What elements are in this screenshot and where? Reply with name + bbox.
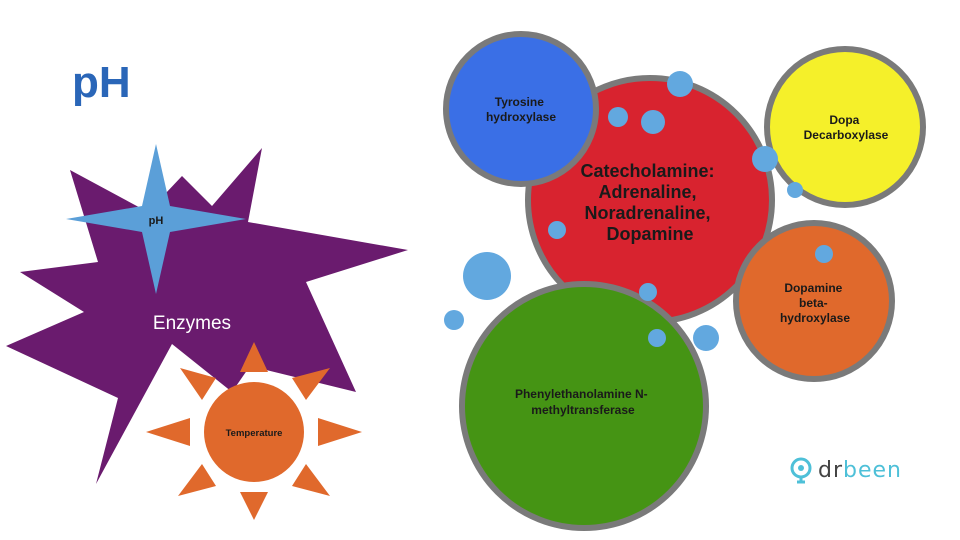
ph-star — [66, 144, 246, 294]
dopa-decarboxylase-bubble — [764, 46, 926, 208]
sun-ray — [180, 368, 216, 400]
pnmt-label: Phenylethanolamine N- methyltransferase — [515, 387, 651, 417]
small-bubble — [787, 182, 803, 198]
ph-star-label: pH — [149, 215, 164, 227]
temperature-sun — [146, 342, 362, 520]
small-bubble — [444, 310, 464, 330]
small-bubble — [548, 221, 566, 239]
small-bubbles — [444, 71, 833, 351]
sun-ray — [146, 418, 190, 446]
sun-ray — [292, 464, 330, 496]
sun-ray — [318, 418, 362, 446]
small-bubble — [639, 283, 657, 301]
temperature-label: Temperature — [226, 428, 283, 439]
small-bubble — [752, 146, 778, 172]
sun-ray — [240, 342, 268, 372]
dopamine-beta-hydroxylase-bubble — [733, 220, 895, 382]
dopa-decarboxylase-label: Dopa Decarboxylase — [804, 113, 889, 142]
tyrosine-hydroxylase-label: Tyrosine hydroxylase — [486, 95, 556, 124]
stethoscope-icon — [790, 457, 812, 484]
sun-core — [204, 382, 304, 482]
pnmt-bubble — [459, 281, 709, 531]
small-bubble — [815, 245, 833, 263]
sun-ray — [240, 492, 268, 520]
sun-ray — [178, 464, 216, 496]
tyrosine-hydroxylase-bubble — [443, 31, 599, 187]
slide-title: pH — [72, 58, 131, 107]
logo-text-been: been — [843, 457, 902, 483]
logo-text-dr: dr — [818, 457, 844, 483]
enzymes-starburst — [6, 148, 408, 484]
small-bubble — [648, 329, 666, 347]
small-bubble — [641, 110, 665, 134]
enzymes-label: Enzymes — [153, 313, 231, 334]
small-bubble — [463, 252, 511, 300]
small-bubble — [608, 107, 628, 127]
dopamine-beta-hydroxylase-label: Dopamine beta- hydroxylase — [780, 281, 850, 325]
catecholamine-label: Catecholamine: Adrenaline, Noradrenaline… — [580, 161, 719, 244]
small-bubble — [667, 71, 693, 97]
sun-ray — [292, 368, 330, 400]
small-bubble — [693, 325, 719, 351]
